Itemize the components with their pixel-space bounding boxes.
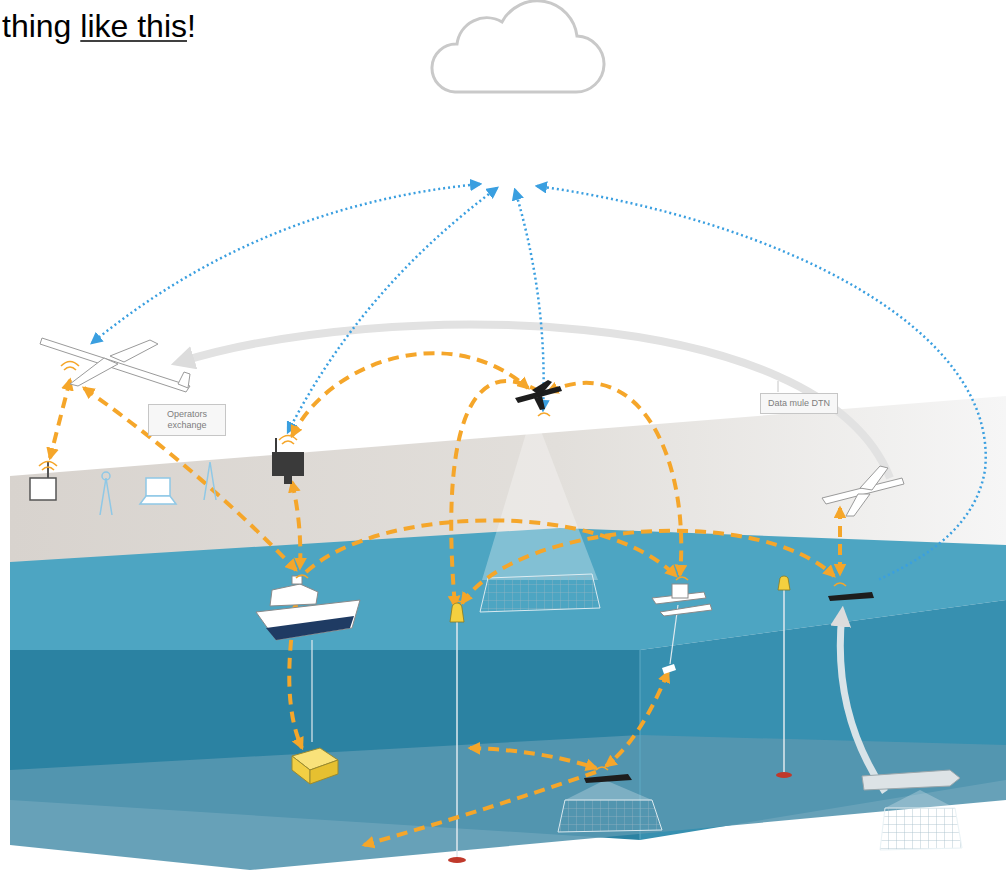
callout-box: Data mule DTN bbox=[760, 393, 838, 414]
research-ship bbox=[256, 576, 360, 640]
sonar-cone bbox=[565, 780, 652, 800]
shore-station bbox=[47, 462, 49, 478]
wifi-symbol bbox=[834, 583, 846, 586]
wifi-symbol bbox=[538, 413, 550, 416]
glider-aircraft bbox=[860, 466, 888, 490]
shore-station bbox=[100, 478, 112, 515]
research-ship bbox=[270, 584, 318, 606]
cloud bbox=[432, 1, 604, 92]
glider-aircraft bbox=[178, 372, 190, 388]
radio-link bbox=[84, 388, 296, 570]
heading-text: thing like this! bbox=[2, 8, 196, 45]
sonar-cone bbox=[885, 790, 955, 808]
mooring-line bbox=[448, 857, 466, 863]
shore-station bbox=[272, 452, 304, 476]
leader-line bbox=[778, 381, 779, 392]
sonar-cone bbox=[480, 410, 962, 850]
seabed-lander bbox=[310, 760, 338, 784]
sonar-cone bbox=[558, 800, 662, 832]
shore-station bbox=[102, 472, 110, 480]
seabed-lander bbox=[292, 756, 310, 784]
underwater-vehicle bbox=[862, 770, 960, 790]
surface-vehicle bbox=[662, 664, 676, 674]
sea bbox=[10, 735, 1006, 870]
radio-link bbox=[838, 508, 842, 574]
radio-link bbox=[306, 520, 676, 576]
glider-aircraft bbox=[40, 338, 190, 392]
drone bbox=[515, 380, 562, 410]
underwater-vehicle bbox=[584, 592, 960, 790]
seabed-lander bbox=[292, 748, 338, 784]
cloud-link bbox=[537, 186, 986, 580]
cloud-link bbox=[92, 184, 480, 343]
surface-buoy bbox=[778, 576, 790, 590]
wifi-symbol bbox=[39, 462, 57, 471]
callout-box: Operators exchange bbox=[148, 404, 226, 436]
mooring-line bbox=[456, 620, 458, 858]
radio-link bbox=[364, 772, 596, 845]
surface-buoy bbox=[450, 576, 790, 622]
radio-link bbox=[470, 748, 596, 768]
radio-link bbox=[548, 383, 681, 575]
wifi-symbol bbox=[452, 601, 464, 604]
wifi-symbol bbox=[279, 436, 297, 445]
cloud-link bbox=[92, 184, 986, 580]
mooring-line bbox=[783, 590, 785, 773]
shore-station bbox=[284, 476, 292, 484]
glider-aircraft bbox=[846, 494, 870, 516]
sea bbox=[10, 528, 1006, 870]
wifi-symbol bbox=[61, 362, 79, 371]
cloud-link bbox=[515, 190, 544, 410]
glider-aircraft bbox=[40, 338, 190, 392]
shore-station bbox=[275, 438, 277, 452]
mooring-line bbox=[312, 590, 792, 863]
shore-station bbox=[140, 496, 176, 504]
surface-vehicle bbox=[672, 584, 688, 598]
glider-aircraft bbox=[110, 340, 158, 362]
shore-station bbox=[30, 438, 304, 515]
data-mule-arc bbox=[840, 614, 885, 792]
drone bbox=[532, 380, 552, 396]
sonar-cone bbox=[480, 574, 600, 612]
box-label: Data mule DTN bbox=[767, 398, 831, 409]
shore-station bbox=[146, 478, 170, 496]
radio-link bbox=[292, 482, 300, 568]
wifi-symbol bbox=[296, 575, 308, 578]
shore-station bbox=[204, 462, 216, 500]
glider-aircraft bbox=[70, 358, 118, 386]
data-mule-arc bbox=[180, 325, 890, 792]
glider-aircraft bbox=[822, 466, 904, 516]
radio-link bbox=[462, 531, 834, 603]
radio-link bbox=[50, 353, 840, 845]
mooring-line bbox=[311, 640, 312, 742]
cloud bbox=[432, 1, 604, 92]
surface-vehicle bbox=[652, 584, 712, 674]
shore-station bbox=[30, 478, 56, 500]
wifi-symbol bbox=[596, 767, 608, 770]
mooring-line bbox=[776, 772, 792, 778]
research-ship bbox=[266, 616, 354, 640]
sonar-cone bbox=[880, 808, 962, 850]
radio-link bbox=[606, 672, 668, 766]
drone bbox=[534, 396, 545, 410]
sonar-cone bbox=[482, 410, 598, 580]
surface-buoy bbox=[450, 603, 464, 622]
underwater-vehicle bbox=[828, 592, 874, 601]
surface-vehicle bbox=[660, 604, 712, 616]
box-label: Operators exchange bbox=[155, 409, 219, 431]
underwater-vehicle bbox=[584, 774, 632, 783]
radio-link bbox=[50, 380, 70, 458]
cloud-link bbox=[288, 188, 497, 432]
wifi-symbol bbox=[39, 362, 846, 771]
wifi-symbol bbox=[676, 577, 688, 580]
radio-link bbox=[292, 353, 528, 436]
